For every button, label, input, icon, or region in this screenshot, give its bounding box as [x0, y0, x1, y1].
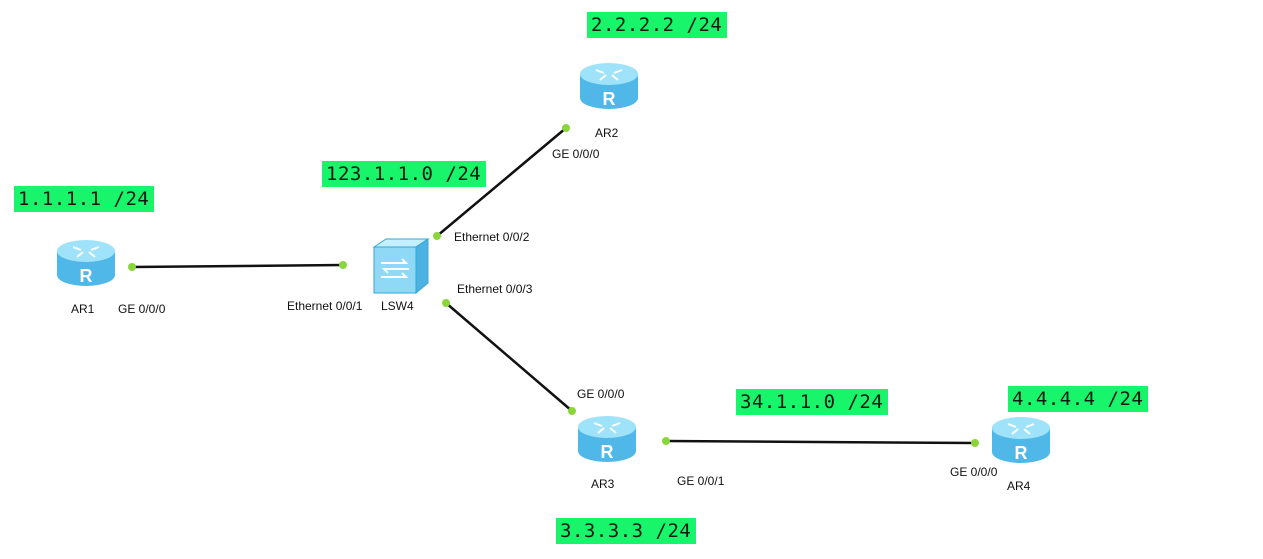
port-dot — [562, 124, 570, 132]
network-tag-ar3-loopback: 3.3.3.3 /24 — [556, 518, 697, 544]
port-dot — [339, 261, 347, 269]
router-ar1[interactable]: R — [55, 237, 117, 291]
network-tag-ar2-loopback: 2.2.2.2 /24 — [587, 12, 728, 38]
port-label-ar3-ge001: GE 0/0/1 — [677, 474, 725, 488]
link-lsw4-ar2[interactable] — [436, 127, 567, 237]
switch-lsw4[interactable] — [372, 237, 432, 295]
network-tag-lan-segment: 123.1.1.0 /24 — [322, 161, 487, 187]
svg-text:R: R — [601, 442, 614, 462]
port-dot — [662, 437, 670, 445]
device-label-ar2: AR2 — [595, 126, 619, 140]
link-lsw4-ar3[interactable] — [445, 302, 573, 412]
device-label-ar4: AR4 — [1007, 479, 1031, 493]
port-dot — [568, 407, 576, 415]
network-tag-ar4-loopback: 4.4.4.4 /24 — [1008, 386, 1149, 412]
device-label-ar1: AR1 — [71, 302, 95, 316]
router-icon: R — [57, 240, 115, 286]
port-label-ar3-ge000: GE 0/0/0 — [577, 387, 625, 401]
link-ar1-lsw4[interactable] — [131, 263, 344, 269]
link-ar3-ar4[interactable] — [665, 439, 976, 445]
network-tag-ar3-ar4-segment: 34.1.1.0 /24 — [736, 389, 889, 415]
router-icon: R — [992, 417, 1050, 463]
router-ar2[interactable]: R — [578, 60, 640, 114]
port-label-lsw4-eth003: Ethernet 0/0/3 — [457, 282, 533, 296]
svg-text:R: R — [80, 266, 93, 286]
port-label-lsw4-eth002: Ethernet 0/0/2 — [454, 230, 530, 244]
router-ar4[interactable]: R — [990, 414, 1052, 468]
port-label-lsw4-eth001: Ethernet 0/0/1 — [287, 299, 363, 313]
router-ar3[interactable]: R — [576, 413, 638, 467]
svg-text:R: R — [1015, 443, 1028, 463]
port-dot — [971, 439, 979, 447]
switch-icon — [372, 238, 430, 295]
device-label-ar3: AR3 — [591, 477, 615, 491]
port-label-ar1-ge000: GE 0/0/0 — [118, 302, 166, 316]
router-icon: R — [578, 416, 636, 462]
device-label-lsw4: LSW4 — [381, 299, 414, 313]
port-dot — [128, 263, 136, 271]
port-dot — [442, 299, 450, 307]
port-label-ar2-ge000: GE 0/0/0 — [552, 147, 600, 161]
router-icon: R — [580, 63, 638, 109]
port-dot — [433, 232, 441, 240]
port-label-ar4-ge000: GE 0/0/0 — [950, 465, 998, 479]
svg-text:R: R — [603, 89, 616, 109]
network-tag-ar1-loopback: 1.1.1.1 /24 — [14, 186, 155, 212]
